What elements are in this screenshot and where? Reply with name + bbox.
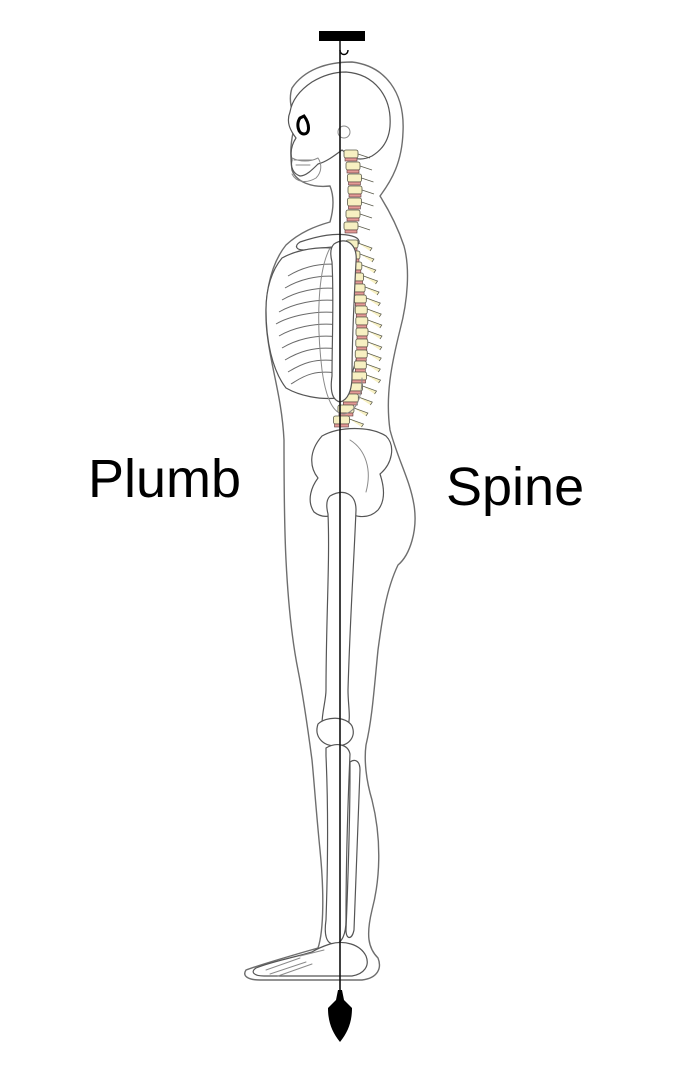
thoracic-vertebra [353, 360, 367, 370]
plumb-bob [328, 990, 352, 1042]
spinous-process [362, 385, 378, 395]
spinous-process [361, 189, 375, 195]
thoracic-vertebra [354, 349, 368, 359]
body-outline [244, 61, 416, 981]
intervertebral-disc [334, 423, 349, 428]
spine-label: Spine [446, 457, 585, 517]
plumb-label: Plumb [88, 449, 242, 509]
intervertebral-disc [355, 357, 367, 362]
spinous-process [361, 177, 374, 183]
humerus [330, 240, 357, 403]
teeth [293, 159, 313, 166]
spinous-process [367, 352, 382, 362]
spinous-process [364, 286, 380, 296]
spinous-process [353, 407, 369, 417]
cervical-vertebra [343, 221, 359, 231]
spinous-process [367, 330, 383, 340]
cervical-vertebra [345, 209, 361, 219]
spinous-process [357, 153, 371, 159]
spinous-process [359, 165, 373, 171]
intervertebral-disc [344, 229, 358, 234]
spinous-process [359, 213, 373, 219]
intervertebral-disc [348, 193, 362, 198]
plumb-hanger-bar [319, 31, 365, 41]
thoracic-vertebra [333, 415, 350, 425]
intervertebral-disc [346, 169, 360, 174]
spinous-process [367, 308, 382, 318]
cervical-spine [343, 149, 375, 234]
intervertebral-disc [356, 346, 368, 351]
intervertebral-disc [356, 324, 368, 329]
cervical-vertebra [347, 197, 362, 207]
intervertebral-disc [343, 401, 358, 406]
intervertebral-disc [355, 302, 366, 307]
cervical-vertebra [343, 149, 359, 159]
intervertebral-disc [348, 181, 361, 186]
thoracic-vertebra [353, 294, 367, 304]
fibula [345, 759, 361, 939]
intervertebral-disc [348, 205, 361, 210]
spinous-process [357, 242, 373, 252]
intervertebral-disc [355, 368, 366, 373]
intervertebral-disc [356, 335, 368, 340]
upper-arm-outline [318, 247, 363, 415]
intervertebral-disc [346, 217, 360, 222]
spinous-process [366, 374, 382, 384]
thoracic-vertebra [355, 316, 369, 326]
spinous-process [357, 225, 371, 231]
spinous-process [363, 275, 379, 285]
tibia [324, 744, 351, 945]
spinous-process [367, 341, 383, 351]
intervertebral-disc [353, 291, 365, 296]
spinous-process [358, 396, 373, 406]
cervical-vertebra [345, 161, 361, 171]
ear-opening [337, 125, 351, 139]
plumb-hook [339, 41, 349, 56]
spinous-process [361, 264, 377, 274]
pelvis [309, 427, 393, 518]
spinous-process [349, 418, 365, 428]
thoracic-vertebra [350, 371, 367, 381]
foot-bones [252, 941, 368, 977]
knee [316, 717, 354, 747]
thoracic-vertebra [355, 327, 369, 337]
thoracic-vertebra [355, 338, 369, 348]
intervertebral-disc [351, 379, 366, 384]
intervertebral-disc [355, 313, 367, 318]
femur [321, 491, 357, 736]
spinous-process [366, 297, 381, 307]
spinous-process [359, 253, 375, 263]
spinous-process [361, 201, 374, 207]
toe-lines [265, 949, 325, 977]
cervical-vertebra [347, 173, 362, 183]
spinous-process [367, 319, 383, 329]
sacrum [349, 439, 369, 493]
cervical-vertebra [347, 185, 363, 195]
thoracic-vertebra [354, 305, 368, 315]
jaw [291, 157, 322, 182]
eye-socket [296, 114, 310, 136]
intervertebral-disc [344, 157, 358, 162]
spinous-process [366, 363, 381, 373]
